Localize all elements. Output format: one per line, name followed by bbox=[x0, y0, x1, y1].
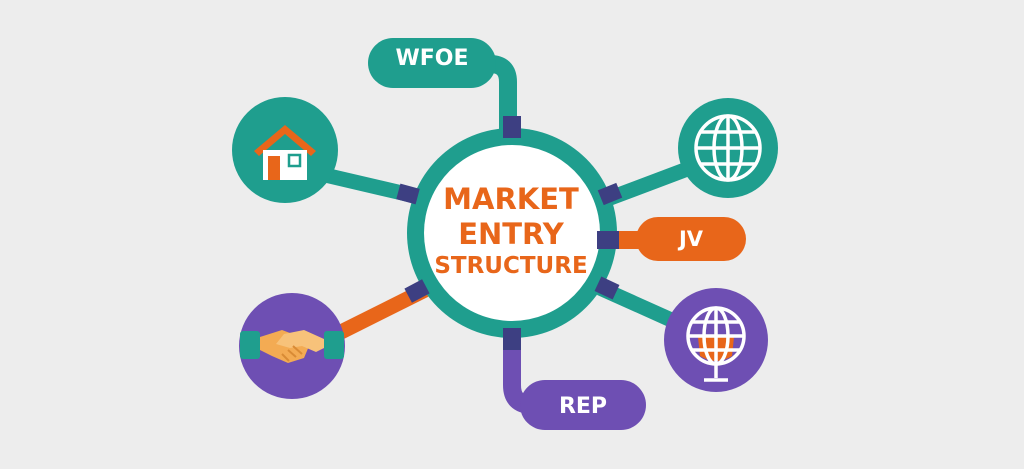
house-node bbox=[232, 97, 338, 203]
junction-right bbox=[597, 231, 619, 249]
junction-top bbox=[503, 116, 521, 138]
wfoe-pill bbox=[368, 38, 496, 88]
globe-network-node bbox=[664, 288, 768, 392]
hub-junctions bbox=[396, 116, 623, 350]
jv-pill bbox=[636, 217, 746, 261]
globe-network-icon bbox=[686, 306, 746, 382]
hub-title-line-3: STRUCTURE bbox=[434, 253, 588, 279]
junction-lower-right bbox=[594, 276, 620, 300]
handshake-node bbox=[239, 293, 345, 399]
globe-icon bbox=[694, 114, 762, 182]
globe-node bbox=[678, 98, 778, 198]
rep-label: REP bbox=[558, 394, 608, 419]
jv-label: JV bbox=[678, 227, 704, 251]
junction-lower-left bbox=[404, 279, 430, 303]
junction-upper-left bbox=[396, 183, 420, 205]
handshake-icon bbox=[240, 330, 344, 363]
junction-bottom bbox=[503, 328, 521, 350]
house-icon bbox=[254, 125, 316, 180]
hub-title-line-1: MARKET bbox=[443, 182, 579, 216]
wfoe-label: WFOE bbox=[395, 46, 469, 71]
hub-title-line-2: ENTRY bbox=[458, 217, 564, 251]
hub-center bbox=[424, 145, 600, 321]
rep-pill bbox=[520, 380, 646, 430]
hub-title: MARKET ENTRY STRUCTURE bbox=[420, 185, 602, 278]
junction-upper-right bbox=[597, 182, 623, 206]
